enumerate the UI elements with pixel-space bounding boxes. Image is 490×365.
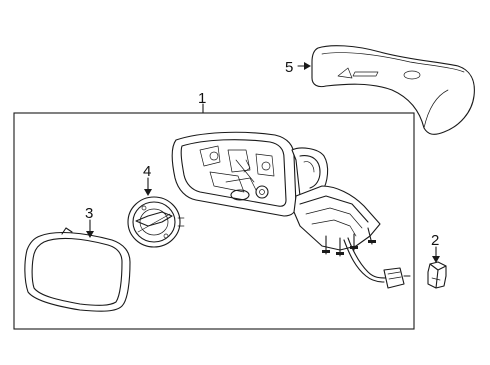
callout-leaders bbox=[86, 62, 440, 263]
callout-4: 4 bbox=[143, 163, 151, 180]
callout-5: 5 bbox=[285, 59, 293, 76]
retaining-nut bbox=[427, 261, 447, 289]
mirror-cap bbox=[311, 45, 475, 135]
mirror-housing bbox=[171, 131, 411, 289]
callout-3: 3 bbox=[85, 205, 93, 222]
callout-1: 1 bbox=[198, 90, 206, 107]
mirror-glass bbox=[24, 227, 131, 312]
assembly-frame bbox=[13, 112, 415, 330]
mirror-actuator bbox=[127, 196, 185, 248]
callout-2: 2 bbox=[431, 232, 439, 249]
